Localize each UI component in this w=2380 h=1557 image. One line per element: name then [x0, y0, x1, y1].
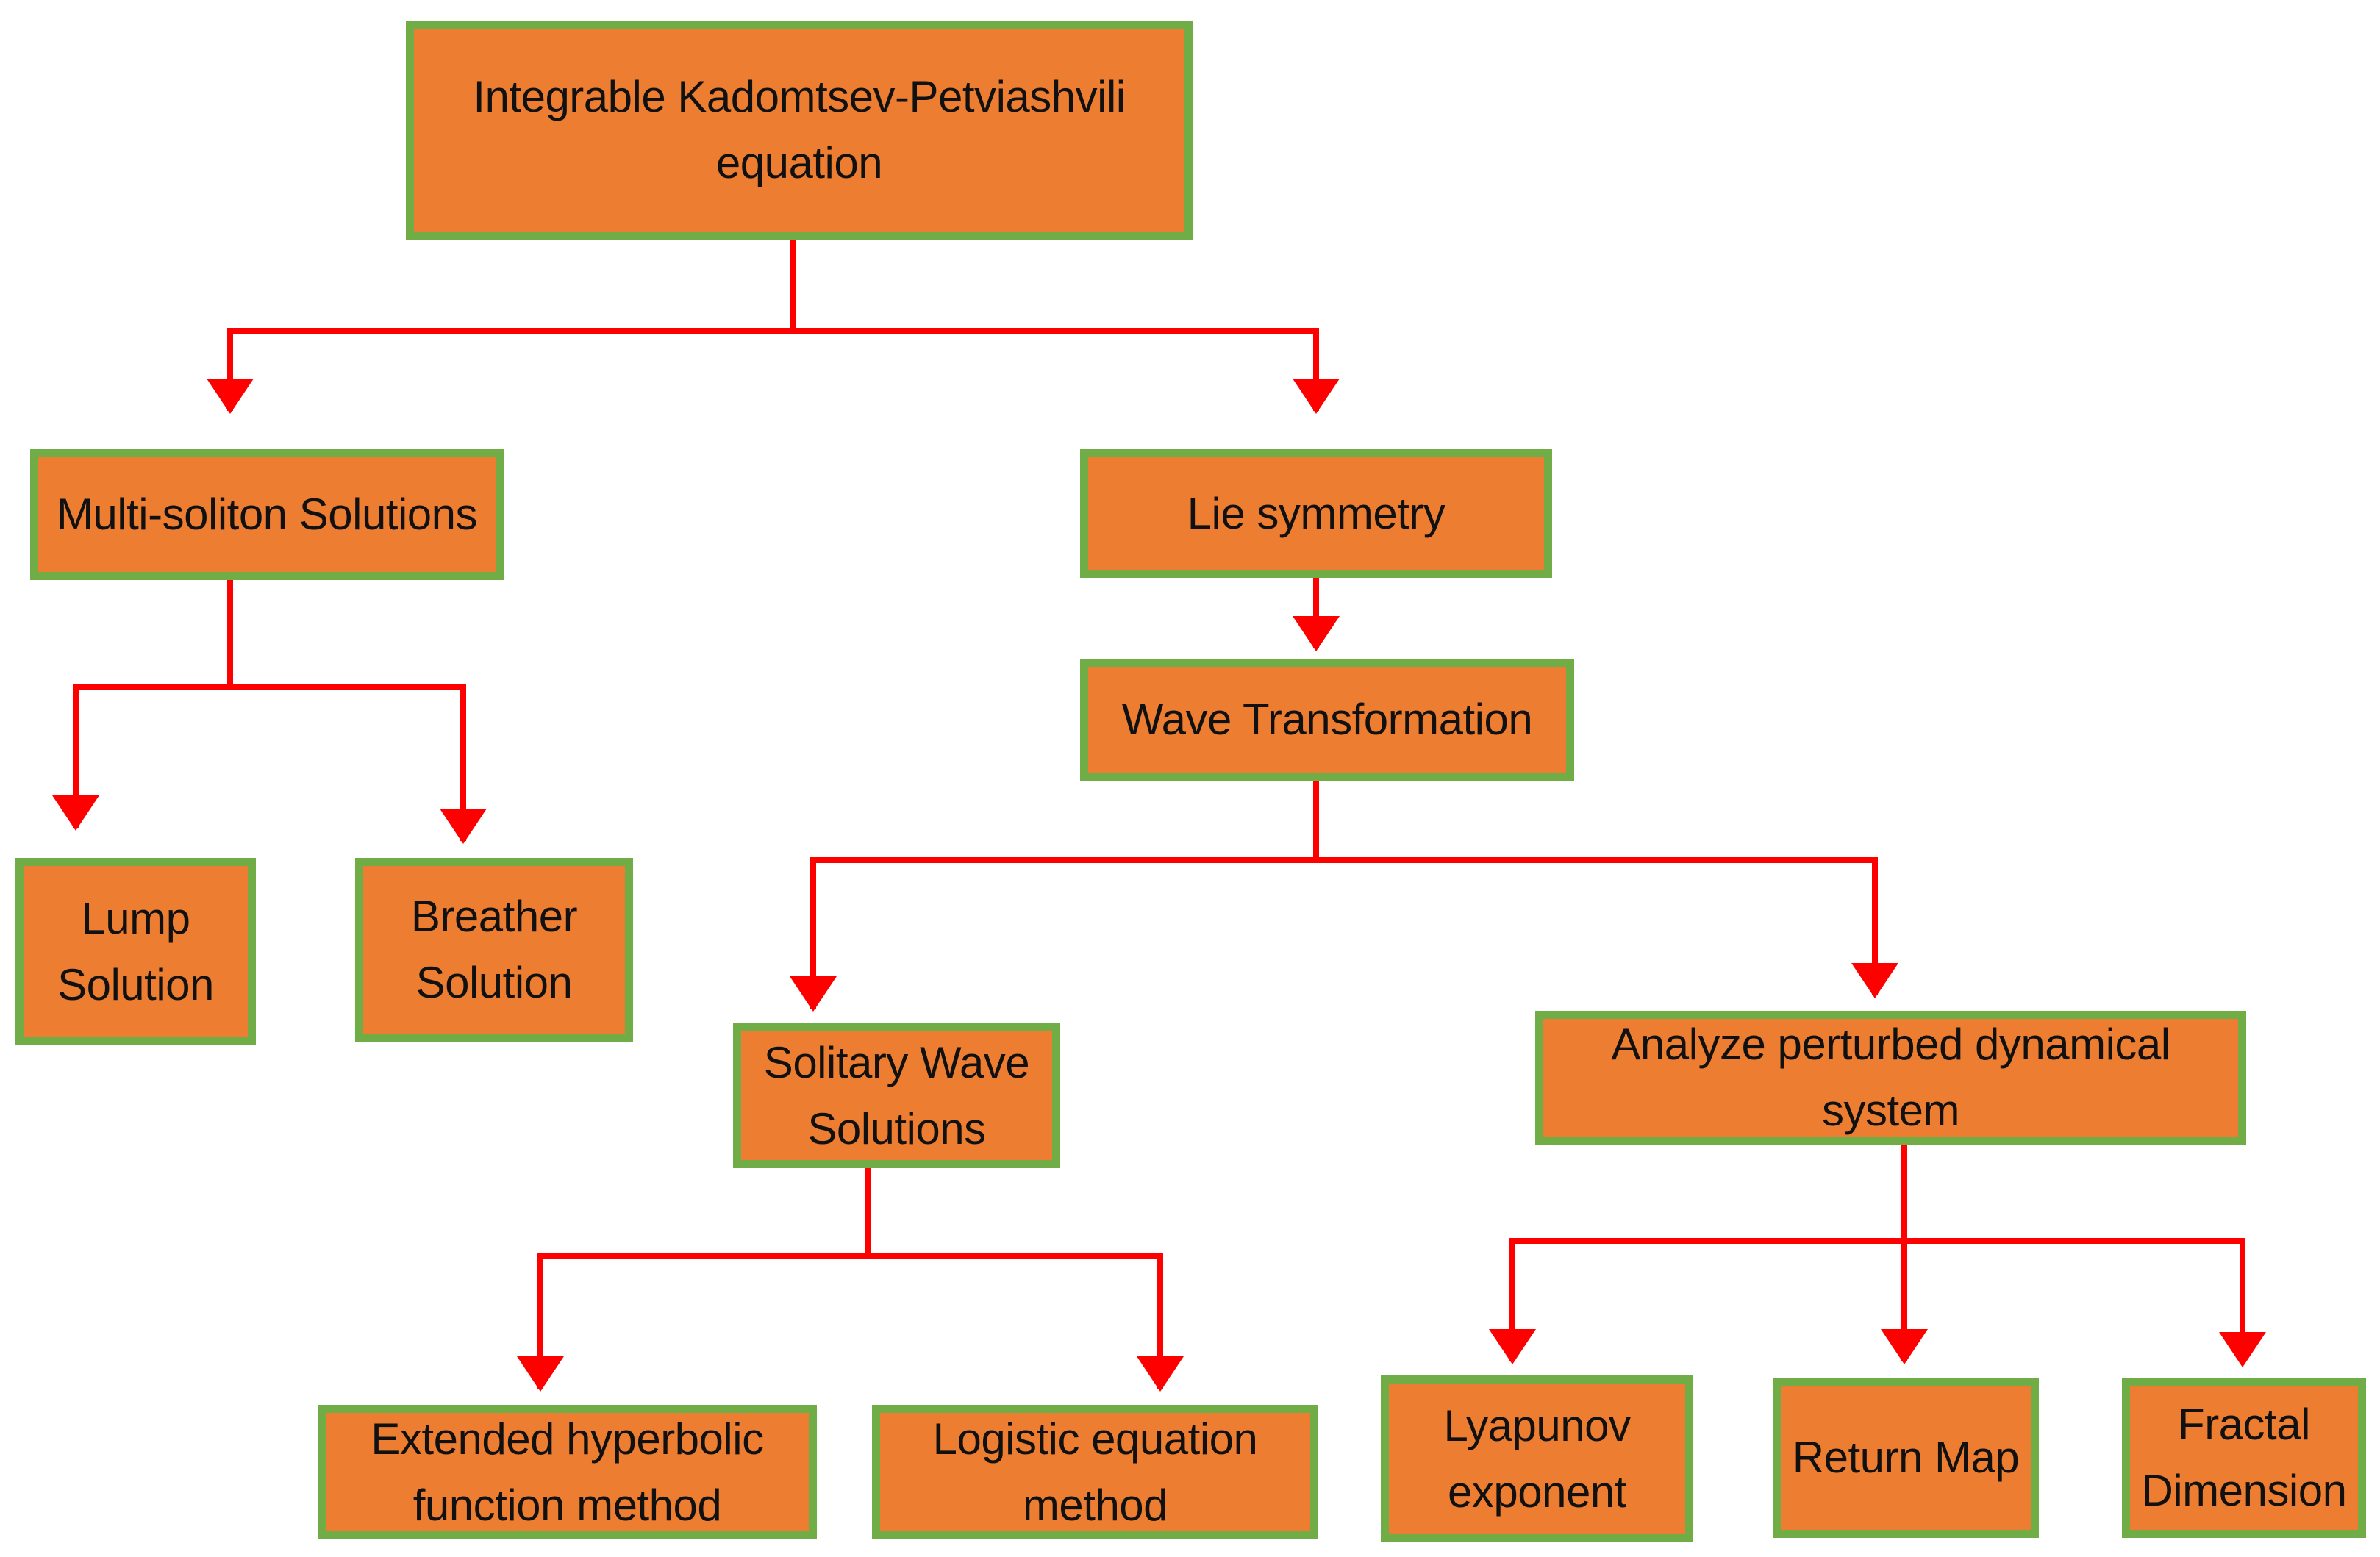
node-lump-solution: Lump Solution	[15, 858, 256, 1045]
node-extended-hyperbolic-method: Extended hyperbolic function method	[318, 1405, 817, 1539]
node-lyapunov-exponent-label: Lyapunov exponent	[1443, 1400, 1632, 1517]
node-kp-equation: Integrable Kadomtsev-Petviashvili equati…	[406, 21, 1193, 240]
node-multi-soliton-solutions-label: Multi-soliton Solutions	[56, 490, 478, 539]
node-analyze-perturbed-system-label: Analyze perturbed dynamical system	[1611, 1020, 2170, 1135]
node-breather-solution: Breather Solution	[355, 858, 633, 1042]
node-extended-hyperbolic-method-label: Extended hyperbolic function method	[371, 1414, 764, 1530]
node-logistic-equation-method-label: Logistic equation method	[932, 1414, 1258, 1530]
node-return-map-label: Return Map	[1792, 1433, 2020, 1482]
node-lyapunov-exponent: Lyapunov exponent	[1381, 1375, 1693, 1542]
node-fractal-dimension-label: Fractal Dimension	[2141, 1400, 2347, 1515]
node-fractal-dimension: Fractal Dimension	[2122, 1378, 2366, 1538]
node-kp-equation-label: Integrable Kadomtsev-Petviashvili equati…	[473, 72, 1126, 187]
node-lie-symmetry-label: Lie symmetry	[1187, 488, 1445, 538]
node-wave-transformation: Wave Transformation	[1080, 659, 1574, 781]
node-lie-symmetry: Lie symmetry	[1080, 449, 1552, 578]
node-solitary-wave-solutions-label: Solitary Wave Solutions	[763, 1037, 1030, 1153]
node-breather-solution-label: Breather Solution	[410, 892, 578, 1007]
node-analyze-perturbed-system: Analyze perturbed dynamical system	[1535, 1011, 2246, 1145]
node-multi-soliton-solutions: Multi-soliton Solutions	[30, 449, 504, 580]
node-logistic-equation-method: Logistic equation method	[872, 1405, 1318, 1539]
node-lump-solution-label: Lump Solution	[57, 893, 214, 1009]
node-wave-transformation-label: Wave Transformation	[1121, 695, 1533, 744]
node-return-map: Return Map	[1773, 1378, 2039, 1538]
node-solitary-wave-solutions: Solitary Wave Solutions	[733, 1023, 1060, 1168]
